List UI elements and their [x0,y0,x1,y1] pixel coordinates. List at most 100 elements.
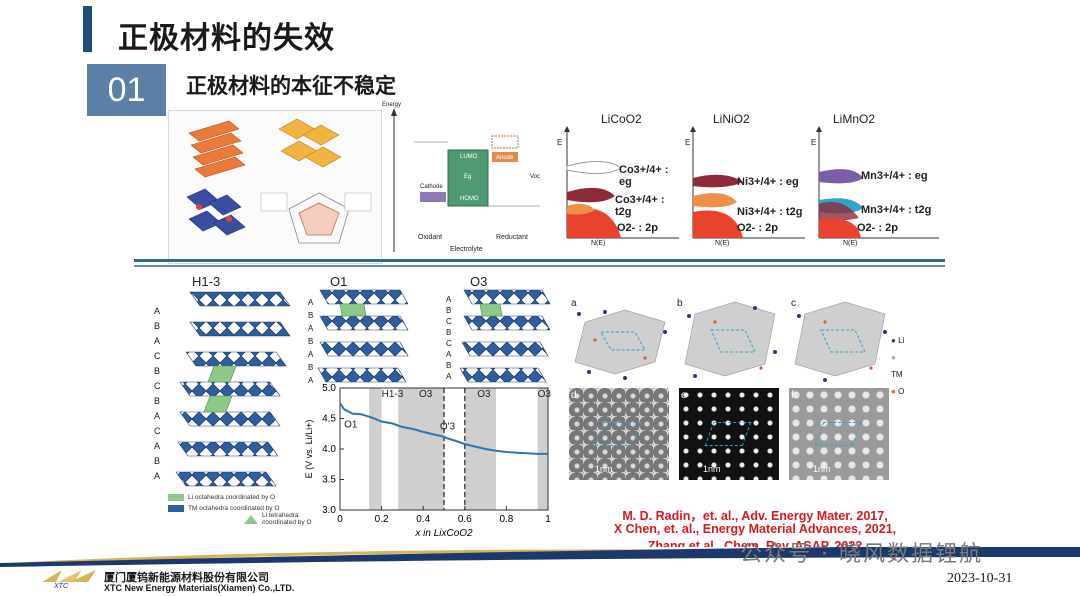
band-y-label: E [811,138,817,147]
chart-x-axis-label: x in LixCoO2 [414,528,473,539]
band-upper-label: Ni3+/4+ : eg [737,176,799,188]
band-x-label: N(E) [715,240,730,247]
stack-letter: B [308,337,314,346]
stack-letter: B [446,328,452,337]
stem-image-f [789,388,889,480]
lattice-legend-label: TM [891,370,903,379]
stack-letter: C [154,351,161,361]
reductant-label: Reductant [496,234,528,241]
stack-letter: A [308,350,314,359]
o1-title: O1 [330,274,348,289]
band-svg-licoo2 [564,126,679,239]
chart-x-tick-label: 0.8 [499,514,513,525]
stack-letter: A [308,376,314,385]
band-panel-limno2: LiMnO2 E Mn3+/4+ : eg Mn3+/4+ : t2g O2- … [811,108,945,258]
stack-letter: A [308,324,314,333]
lattice-label-d: d [571,390,577,401]
xtc-logo-icon [42,570,96,582]
wechat-watermark: 公众号 · 晓风数据锂航 [740,542,983,567]
lattice-label-f: f [791,390,794,401]
oxidant-label: Oxidant [418,234,443,241]
citation-1: M. D. Radin，et. al., Adv. Energy Mater. … [622,509,888,523]
band-x-label: N(E) [591,240,606,247]
page-title: 正极材料的失效 [118,21,335,56]
stack-letter: A [154,336,161,346]
stack-letter: B [154,366,161,376]
slide-date: 2023-10-31 [947,571,1013,586]
stack-letter: B [308,311,314,320]
crystal-structure-figure [168,110,382,264]
stack-letter: A [154,306,161,316]
band-panel-linio2: LiNiO2 E Ni3+/4+ : eg Ni3+/4+ : t2g O2- … [685,108,813,258]
band-svg-linio2 [690,126,805,239]
chart-y-tick-label: 4.5 [322,414,336,425]
legend-swatch [168,505,184,512]
voc-label: Voc [530,174,541,180]
stack-letter: A [446,295,452,304]
stack-letter: A [446,372,452,381]
chart-x-tick-label: 0.2 [375,514,389,525]
legend-label: Li tetrahedra coordinated by O [262,512,312,526]
lattice-label-c: c [791,298,796,309]
section-divider-top [134,259,945,262]
electrolyte-label: Electrolyte [450,246,483,253]
chart-annotation: O1 [344,420,358,431]
eg-label: Eg [464,174,472,180]
chart-y-tick-label: 3.5 [322,475,336,486]
legend-swatch [168,494,184,501]
band-panel-title: LiMnO2 [833,112,876,126]
lattice-a [574,309,666,375]
section-divider-bottom [134,265,945,267]
band-lower-label: O2- : 2p [857,222,898,234]
cathode-label: Cathode [420,184,443,190]
footer-band [0,547,1080,567]
stem-image-d [569,388,669,480]
company-name-en: XTC New Energy Materials(Xiamen) Co.,LTD… [104,583,295,593]
chart-annotation: O'3 [440,421,456,432]
stack-letter: C [446,339,452,348]
stack-letter: A [154,411,161,421]
band-svg-limno2 [816,126,939,239]
lattice-label-b: b [677,298,683,309]
lattice-figure: a b c ● Li ● TM ● O d e f 1nm 1nm 1nm [565,292,905,492]
h13-title: H1-3 [192,274,221,289]
stack-letter: A [154,441,161,451]
stack-letter: B [446,306,452,315]
band-middle-label: Ni3+/4+ : t2g [737,206,803,218]
company-logo: XTC [40,568,98,592]
chart-x-tick-label: 0.6 [458,514,472,525]
stack-letter: B [154,456,161,466]
band-upper-label: Co3+/4+ : eg [619,164,669,188]
stack-letter: B [308,363,314,372]
energy-axis-label: Energy [382,102,402,108]
company-name-cn: 厦门厦钨新能源材料股份有限公司 [104,571,269,584]
chart-y-tick-label: 3.0 [322,505,336,516]
chart-x-tick-label: 0.4 [416,514,430,525]
scale-bar-label: 1nm [595,464,613,474]
homo-label: HOMO [460,196,479,202]
citation-2: X Chen, et. al., Energy Material Advance… [613,522,897,536]
legend-label: Li octahedra coordinated by O [188,494,276,501]
band-panel-licoo2: LiCoO2 E Co3+/4+ : eg Co3+/4+ : t2g O2- … [555,108,683,258]
stem-image-e [679,388,779,480]
scale-bar-label: 1nm [813,464,831,474]
stack-letter: C [154,381,161,391]
band-panels: LiCoO2 E Co3+/4+ : eg Co3+/4+ : t2g O2- … [555,108,945,258]
chart-shaded-region [369,388,382,510]
anode-label: Anode [496,155,514,161]
stack-letter: B [154,396,161,406]
crystal-structure-illustration [186,118,372,244]
band-lower-label: O2- : 2p [737,222,778,234]
stack-letter: A [446,350,452,359]
chart-annotation: O3 [477,389,491,400]
band-y-label: E [685,138,691,147]
lattice-label-a: a [571,298,577,309]
band-lower-label: O2- : 2p [617,222,658,234]
lumo-label: LUMO [460,154,478,160]
lattice-legend-label: Li [898,336,905,345]
band-upper-label: Mn3+/4+ : eg [861,170,928,182]
band-y-label: E [557,138,563,147]
section-number-badge: 01 [87,64,166,116]
band-panel-title: LiNiO2 [713,112,750,126]
